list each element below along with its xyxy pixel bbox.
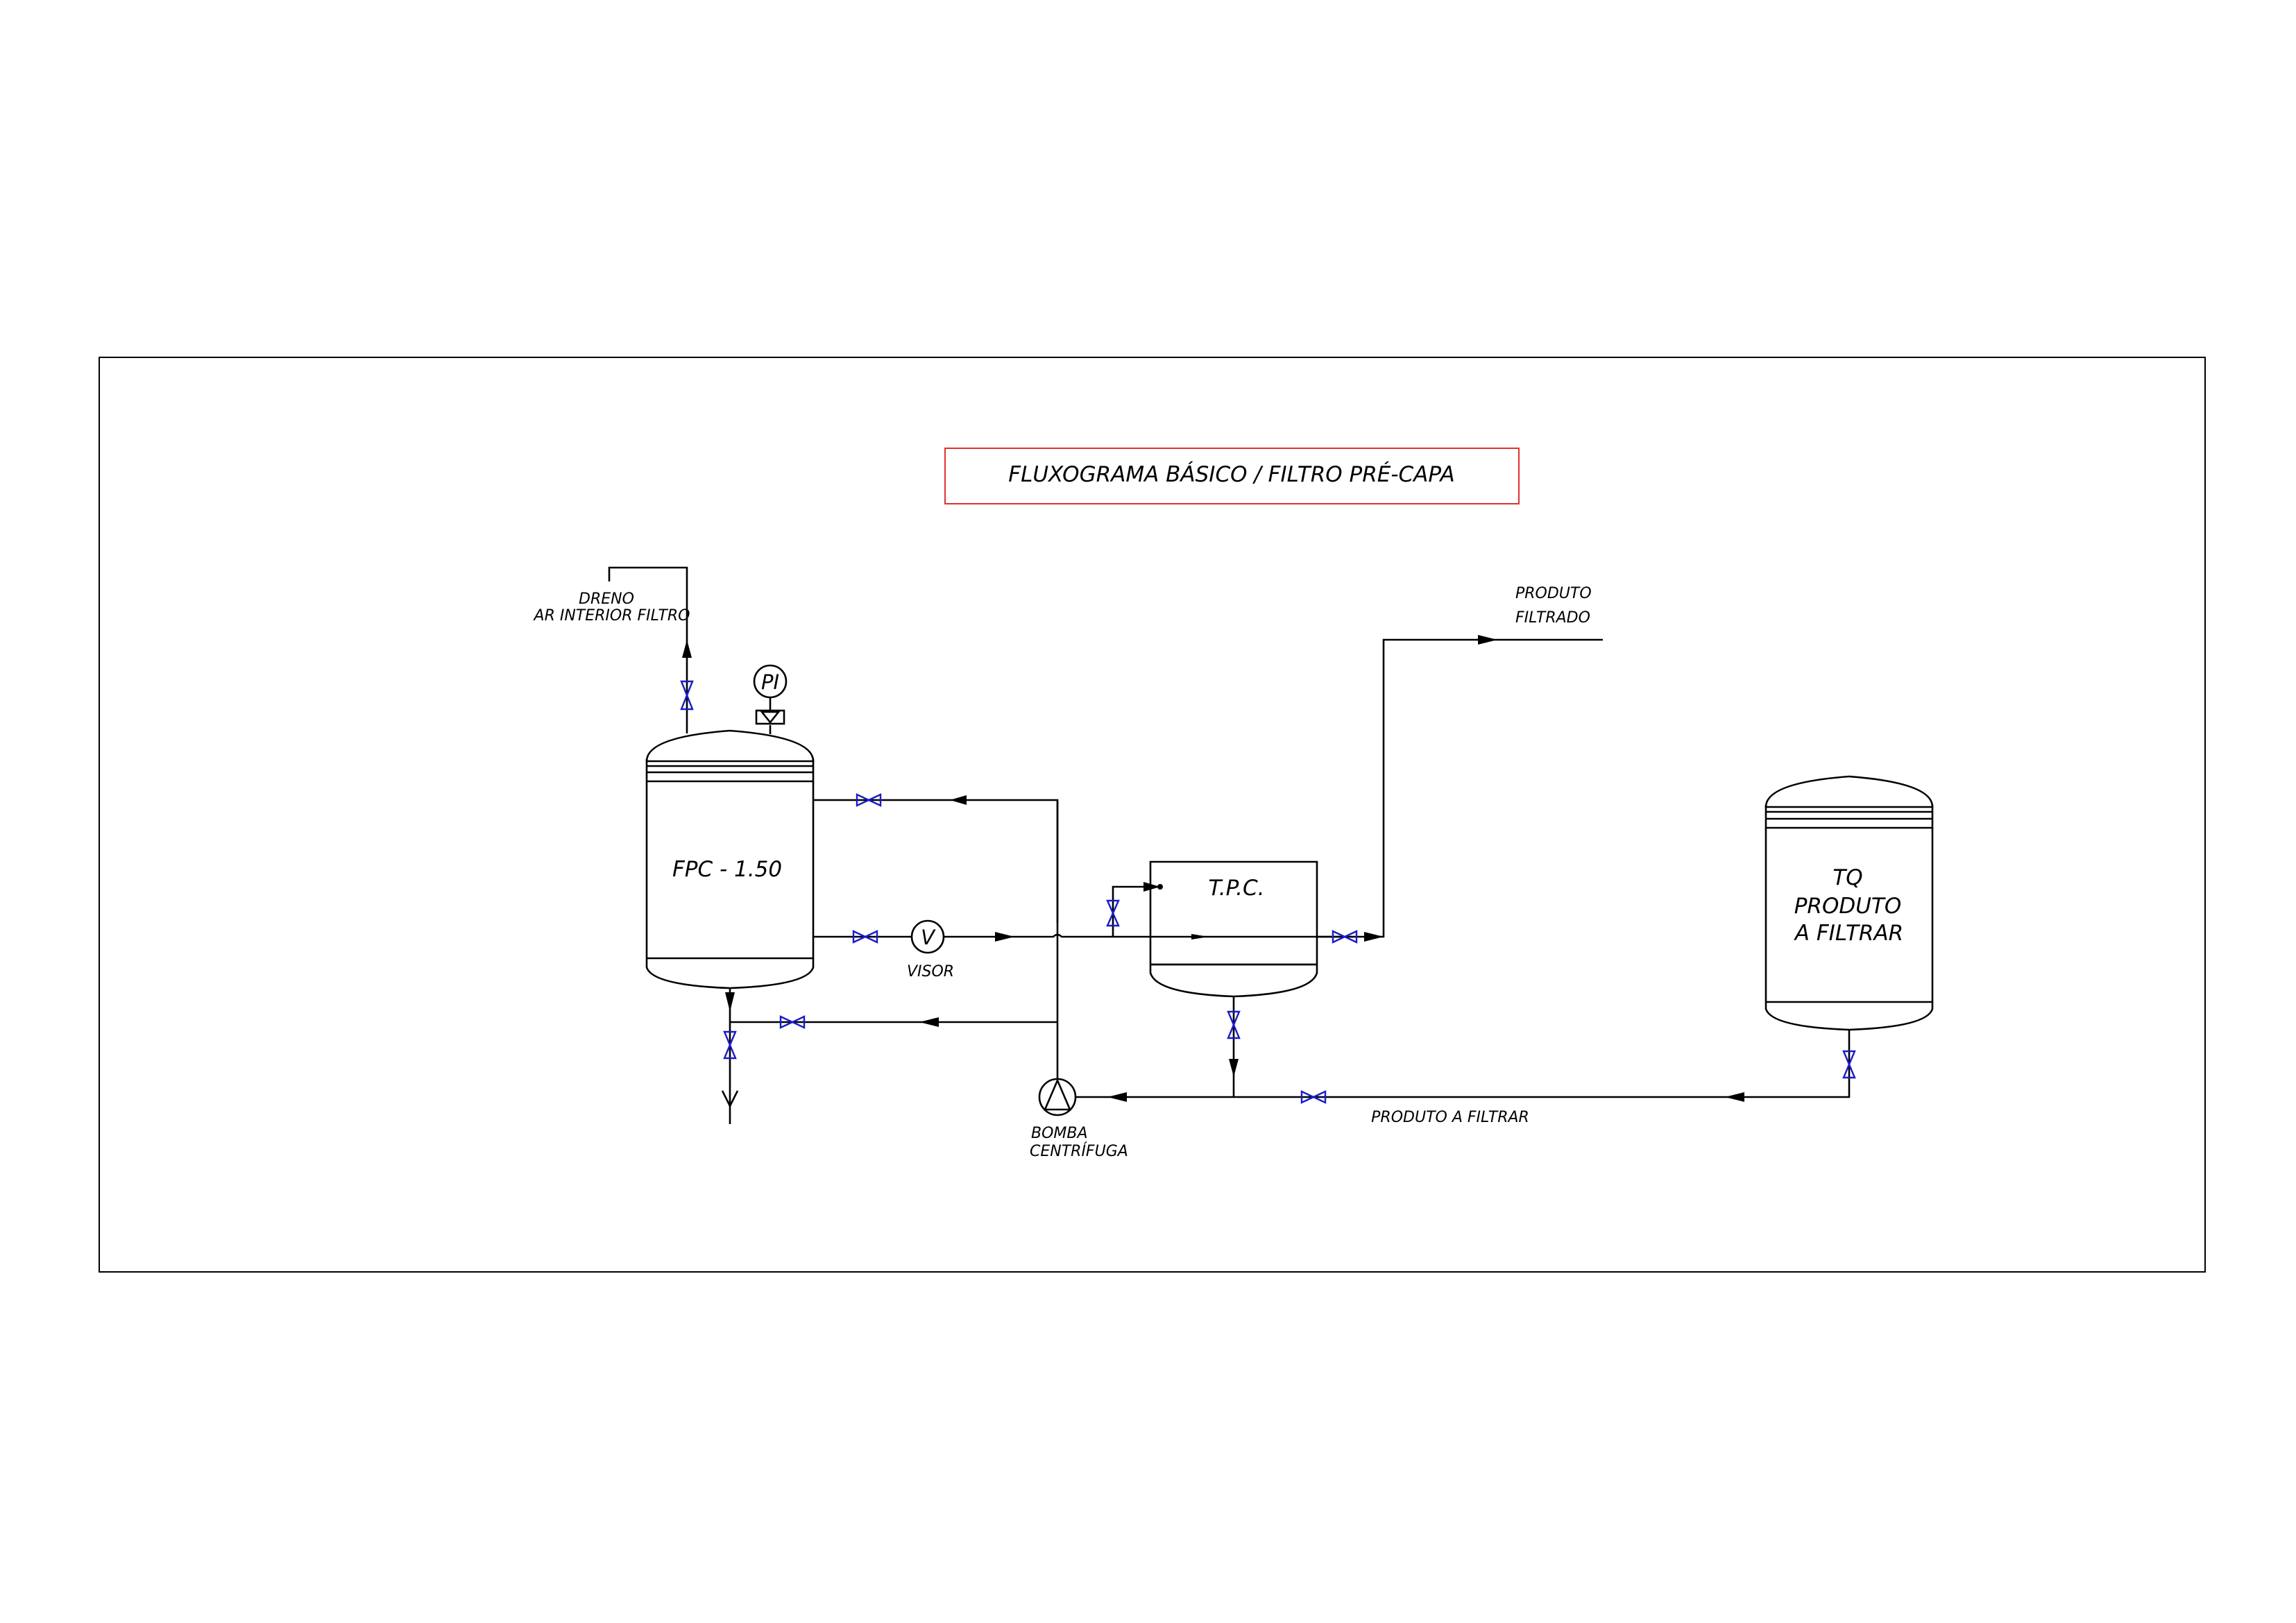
drawing-border <box>99 357 2206 1273</box>
bottom-drain-valve[interactable] <box>723 1030 737 1060</box>
sight-glass-symbol: V <box>921 926 936 949</box>
filtered-product-line <box>1317 638 1603 938</box>
dreno-label: DRENO <box>579 590 634 608</box>
tpc-bottom-valve[interactable] <box>1227 1010 1241 1039</box>
pump-label-1: BOMBA <box>1031 1125 1088 1142</box>
bottom-return-valve[interactable] <box>779 1015 806 1029</box>
top-line-valve[interactable] <box>856 793 882 807</box>
outlet-valve[interactable] <box>852 930 878 944</box>
produto-label: PRODUTO <box>1515 585 1592 602</box>
tpc-side-valve[interactable] <box>1106 899 1120 927</box>
diagram-title: FLUXOGRAMA BÁSICO / FILTRO PRÉ-CAPA <box>1008 462 1454 487</box>
tpc-fill-line <box>1112 885 1160 937</box>
tq-tank <box>1764 775 1934 1031</box>
tq-label-2: PRODUTO <box>1794 894 1902 919</box>
visor-label: VISOR <box>907 963 954 980</box>
vent-arrow <box>682 640 692 658</box>
supply-valve[interactable] <box>1300 1090 1327 1104</box>
outlet-arrow <box>995 932 1014 942</box>
tpc-label: T.P.C. <box>1209 876 1265 901</box>
top-return-arrow <box>950 795 967 805</box>
filter-label: FPC - 1.50 <box>672 857 782 882</box>
tq-label-3: A FILTRAR <box>1794 921 1903 946</box>
filtered-outlet-valve[interactable] <box>1332 930 1358 944</box>
top-return-line <box>813 799 1059 923</box>
title-frame <box>944 448 1520 504</box>
vent-valve[interactable] <box>680 680 694 711</box>
pump-label-2: CENTRÍFUGA <box>1030 1142 1128 1160</box>
filtrado-label: FILTRADO <box>1515 609 1590 627</box>
drain-symbol <box>721 1090 739 1108</box>
tq-label-1: TQ <box>1832 865 1862 890</box>
produto-a-filtrar-label: PRODUTO A FILTRAR <box>1371 1109 1529 1126</box>
ar-interior-filtro-label: AR INTERIOR FILTRO <box>533 607 690 624</box>
pi-label: PI <box>761 670 779 694</box>
tq-outlet-valve[interactable] <box>1842 1050 1856 1079</box>
pressure-indicator-gauge[interactable] <box>753 664 788 699</box>
outlet-line <box>813 933 1353 938</box>
supply-line <box>1075 1078 1851 1098</box>
sight-glass <box>910 919 945 954</box>
filter-vessel-fpc <box>645 729 815 989</box>
